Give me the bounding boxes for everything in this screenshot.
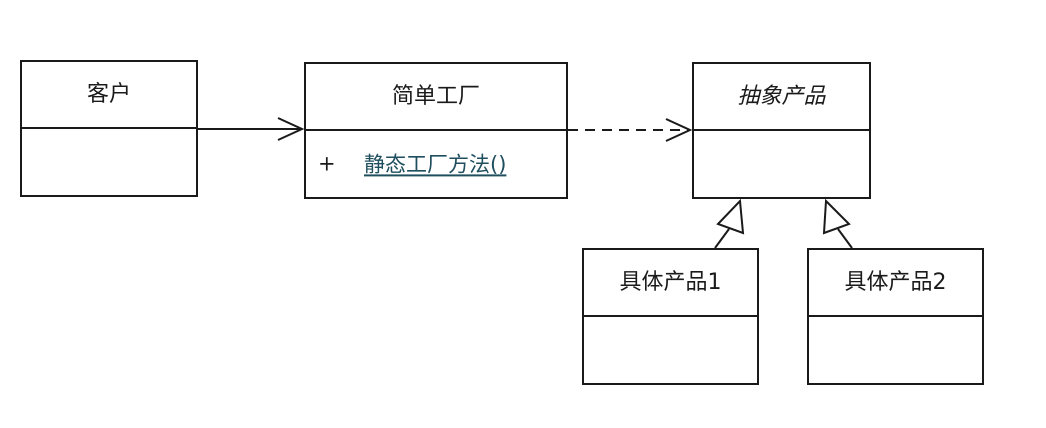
class-name: 具体产品2: [809, 250, 982, 317]
class-abstract-product[interactable]: 抽象产品: [692, 62, 871, 199]
class-client[interactable]: 客户: [20, 60, 198, 197]
generalization-product2-to-abstract: [822, 198, 853, 249]
generalization-line: [837, 228, 853, 249]
class-name: 客户: [22, 62, 196, 129]
class-concrete-product-2[interactable]: 具体产品2: [807, 248, 984, 385]
class-concrete-product-1[interactable]: 具体产品1: [582, 248, 759, 385]
method-name: 静态工厂方法(): [364, 152, 507, 177]
association-client-to-factory: [198, 117, 305, 141]
class-body: [694, 131, 869, 197]
generalization-product1-to-abstract: [714, 198, 745, 249]
class-body: [809, 317, 982, 383]
open-arrowhead: [665, 118, 693, 142]
dependency-factory-to-abstract-product: [568, 118, 693, 142]
class-body: [584, 317, 757, 383]
class-name: 简单工厂: [306, 64, 566, 131]
visibility-marker: +: [318, 151, 336, 176]
method-static-factory: + 静态工厂方法(): [306, 131, 566, 197]
class-name: 具体产品1: [584, 250, 757, 317]
open-arrowhead: [277, 117, 305, 141]
class-simple-factory[interactable]: 简单工厂 + 静态工厂方法(): [304, 62, 568, 199]
hollow-triangle-arrowhead: [822, 198, 851, 235]
generalization-line: [714, 228, 730, 249]
class-body: [22, 129, 196, 195]
class-name: 抽象产品: [694, 64, 869, 131]
class-body: + 静态工厂方法(): [306, 131, 566, 197]
hollow-triangle-arrowhead: [716, 198, 745, 235]
